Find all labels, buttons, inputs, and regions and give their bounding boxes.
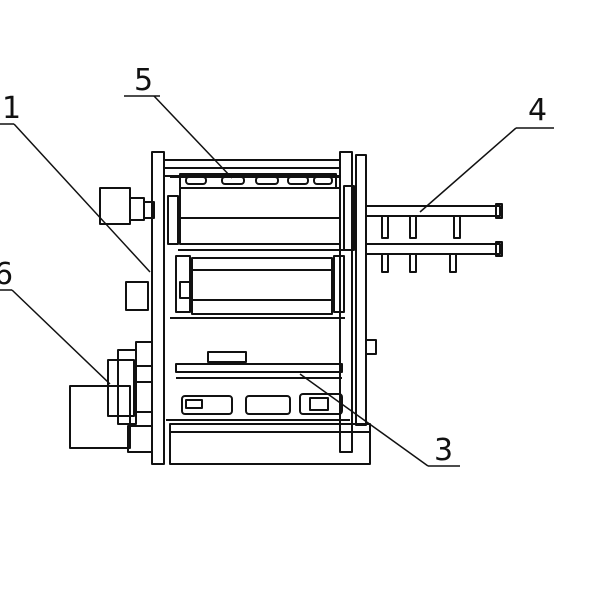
leader-5 <box>153 95 233 179</box>
bottom-cell-detail <box>185 399 203 409</box>
drive-unit <box>69 341 153 453</box>
callout-4: 4 <box>528 93 547 128</box>
leader-lines <box>0 95 554 467</box>
upper-shaft-end <box>495 203 503 219</box>
right-frame-stub <box>365 339 377 355</box>
lower-tray <box>166 351 350 421</box>
tray-tab <box>207 351 247 363</box>
middle-roller <box>170 255 345 319</box>
callout-3: 3 <box>434 433 453 468</box>
middle-roller-left-cap <box>175 255 191 313</box>
left-side-plate <box>151 151 165 465</box>
top-roller-slot <box>313 176 333 185</box>
upper-shaft-post <box>381 215 389 239</box>
tray-plate <box>175 363 343 373</box>
top-roller-slot <box>287 176 309 185</box>
upper-drum-right-flange <box>343 185 355 251</box>
left-bracket-block <box>125 281 149 311</box>
lower-shaft-post <box>449 253 457 273</box>
callout-5: 5 <box>134 63 153 98</box>
top-roller-slot <box>185 176 207 185</box>
middle-roller-hub <box>179 281 191 299</box>
upper-shaft-post <box>409 215 417 239</box>
left-motor <box>99 187 155 311</box>
motor-housing <box>99 187 131 225</box>
upper-drum-lower <box>179 217 341 245</box>
bottom-cell <box>245 395 291 415</box>
leader-1 <box>13 123 151 273</box>
main-frame <box>151 151 367 465</box>
bottom-cell-detail <box>309 397 329 411</box>
upper-shaft <box>365 205 501 217</box>
upper-drum-left-flange <box>167 195 179 245</box>
top-roller-slot <box>255 176 279 185</box>
callout-1: 1 <box>2 91 21 126</box>
lower-shaft-end <box>495 241 503 257</box>
leader-3 <box>299 373 429 467</box>
right-outer-plate <box>355 154 367 426</box>
upper-drum-body <box>179 187 341 219</box>
motor-shaft <box>143 201 155 219</box>
right-shafts <box>365 203 503 355</box>
lower-shaft <box>365 243 501 255</box>
upper-shaft-post <box>453 215 461 239</box>
middle-roller-body <box>191 257 333 315</box>
middle-roller-right-cap <box>333 255 345 313</box>
drive-shaft-lower <box>135 381 153 413</box>
drive-shaft-upper <box>135 341 153 367</box>
drive-gearbox <box>107 359 135 417</box>
lower-shaft-post <box>409 253 417 273</box>
drive-mount <box>127 425 153 453</box>
base-block <box>169 423 371 465</box>
base-block-body <box>169 423 371 465</box>
leader-6 <box>11 289 111 385</box>
callout-labels: 1 5 4 6 3 <box>0 63 547 468</box>
right-side-plate <box>339 151 353 453</box>
top-roller-slot <box>221 176 245 185</box>
bottom-cell <box>181 395 233 415</box>
upper-drum <box>167 185 355 251</box>
top-crossbar <box>163 159 341 169</box>
motor-coupling <box>129 197 145 221</box>
callout-6: 6 <box>0 257 13 292</box>
leader-4 <box>419 127 517 213</box>
lower-shaft-post <box>381 253 389 273</box>
